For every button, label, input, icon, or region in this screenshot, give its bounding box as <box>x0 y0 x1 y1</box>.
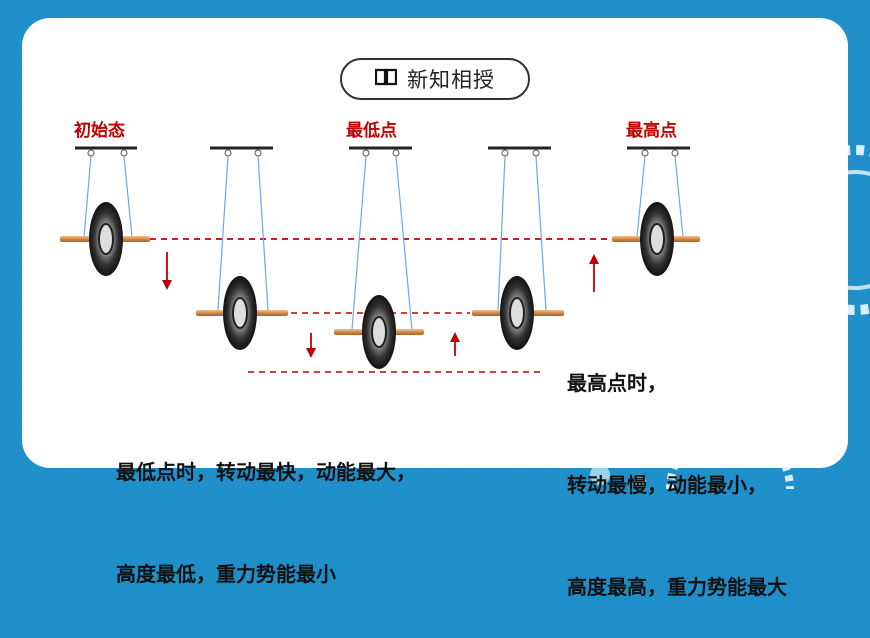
caption-highest-line-1: 最高点时， <box>567 371 667 395</box>
book-icon <box>374 68 398 90</box>
arrow-up-icon <box>450 332 460 356</box>
caption-lowest-line-2: 高度最低，重力势能最小 <box>116 562 336 586</box>
pendulum-highest <box>612 146 700 276</box>
maxwell-pendulum-diagram <box>60 146 700 373</box>
pendulum-lowest <box>334 146 424 369</box>
arrow-up-icon <box>589 254 599 292</box>
section-header: 新知相授 <box>340 58 530 100</box>
pendulum-descending <box>196 146 288 350</box>
caption-lowest-line-1: 最低点时，转动最快，动能最大， <box>116 460 416 484</box>
arrow-down-icon <box>306 333 316 358</box>
label-initial-state: 初始态 <box>74 121 125 141</box>
caption-lowest: 最低点时，转动最快，动能最大， 高度最低，重力势能最小 <box>116 387 416 625</box>
label-lowest-point: 最低点 <box>346 121 397 141</box>
caption-highest: 最高点时， 转动最慢，动能最小， 高度最高，重力势能最大 <box>567 298 787 638</box>
caption-highest-line-2: 转动最慢，动能最小， <box>567 473 767 497</box>
pendulum-ascending <box>472 146 564 350</box>
label-highest-point: 最高点 <box>626 121 677 141</box>
pendulum-initial <box>60 146 150 276</box>
arrow-down-icon <box>162 252 172 290</box>
caption-highest-line-3: 高度最高，重力势能最大 <box>567 575 787 599</box>
header-title: 新知相授 <box>407 68 495 92</box>
